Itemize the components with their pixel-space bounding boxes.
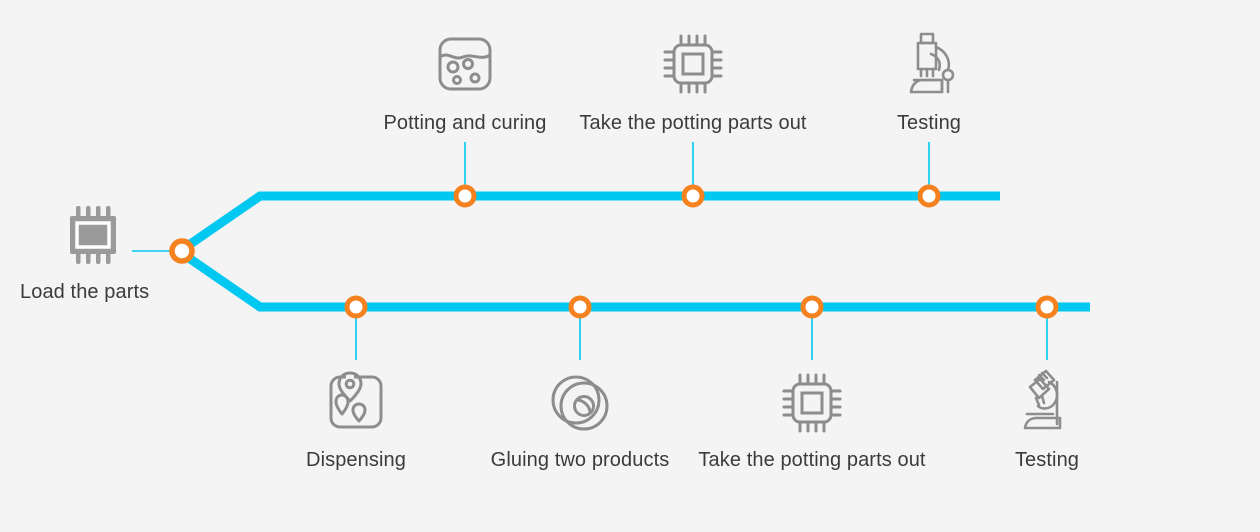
node-marker-top-1[interactable] bbox=[453, 184, 477, 208]
label-take-the-potting-parts-out-top: Take the potting parts out bbox=[579, 112, 807, 134]
node-marker-bottom-3[interactable] bbox=[800, 295, 824, 319]
node-marker-top-3[interactable] bbox=[917, 184, 941, 208]
label-take-the-potting-parts-out-bottom: Take the potting parts out bbox=[698, 449, 926, 471]
node-marker-top-2[interactable] bbox=[681, 184, 705, 208]
node-marker-bottom-1[interactable] bbox=[344, 295, 368, 319]
label-load-the-parts: Load the parts bbox=[20, 281, 150, 303]
top-branch-line-solid bbox=[183, 191, 1000, 251]
chip-outline-icon bbox=[663, 34, 723, 94]
node-marker-start[interactable] bbox=[169, 238, 195, 264]
label-testing-bottom: Testing bbox=[1014, 449, 1080, 471]
beaker-liquid-icon bbox=[438, 37, 492, 91]
node-marker-bottom-4[interactable] bbox=[1035, 295, 1059, 319]
microscope-icon bbox=[909, 32, 955, 94]
label-testing-top: Testing bbox=[896, 112, 962, 134]
label-potting-and-curing: Potting and curing bbox=[383, 112, 547, 134]
label-gluing-two-products: Gluing two products bbox=[490, 449, 670, 471]
glue-rings-icon bbox=[551, 375, 609, 431]
node-marker-bottom-2[interactable] bbox=[568, 295, 592, 319]
microscope-tilted-icon bbox=[1023, 369, 1062, 430]
bottom-branch-line-solid bbox=[183, 252, 1090, 312]
dispensing-drops-icon bbox=[329, 371, 383, 429]
chip-outline-icon bbox=[782, 373, 842, 433]
label-dispensing: Dispensing bbox=[306, 449, 406, 471]
chip-icon bbox=[70, 206, 116, 264]
